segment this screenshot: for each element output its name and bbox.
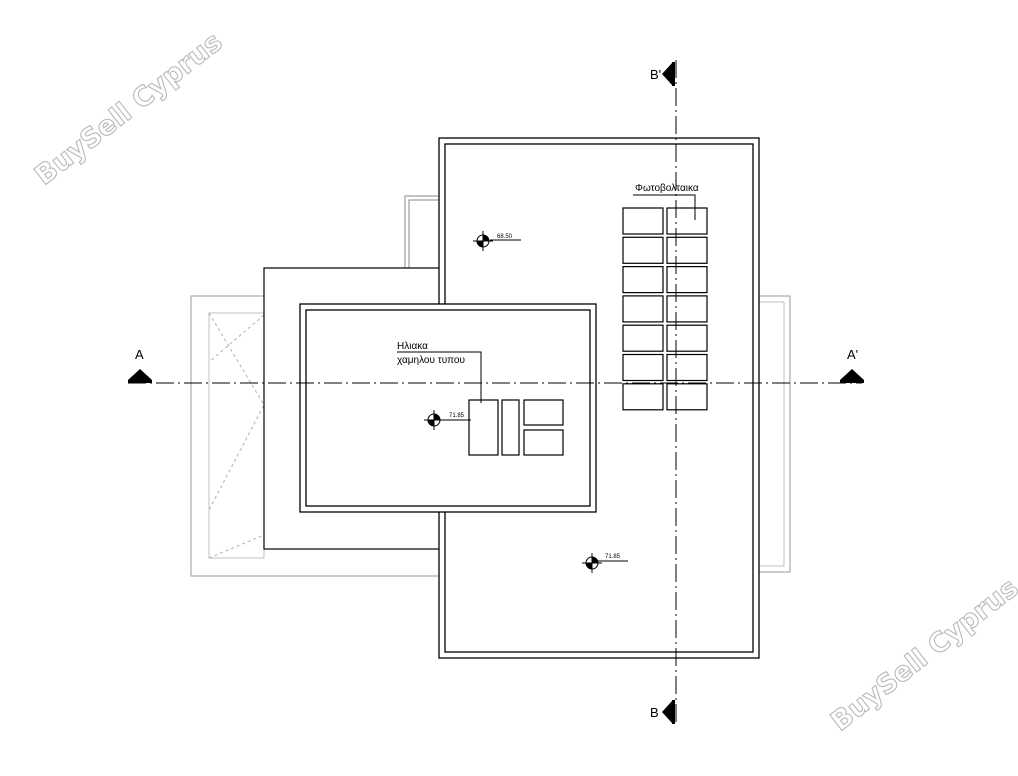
level-marker-icon — [582, 553, 602, 573]
level-label-upper: 68.50 — [497, 234, 513, 240]
pv-panel — [666, 266, 708, 294]
section-label-b-prime: B' — [650, 67, 661, 82]
pv-panel — [666, 295, 708, 323]
section-marker-b-icon — [662, 701, 672, 723]
pv-panel — [666, 383, 708, 411]
pv-panel — [622, 383, 664, 411]
solar-collector — [468, 399, 499, 456]
pv-panel — [622, 207, 664, 235]
level-markers — [424, 231, 602, 573]
section-label-a: A — [135, 347, 144, 362]
pv-panel — [622, 324, 664, 352]
section-label-a-prime: A' — [847, 347, 858, 362]
drawing-labels: A A' B' B Φωτοβολταικα Ηλιακα χαμηλου τυ… — [135, 67, 858, 720]
pv-panel — [666, 324, 708, 352]
watermark-bottom-right: BuySell Cyprus — [825, 572, 1018, 737]
level-marker-icon — [473, 231, 493, 251]
pv-panel — [666, 353, 708, 382]
pv-panel — [666, 236, 708, 264]
pv-panel — [622, 236, 664, 264]
section-marker-a-icon — [128, 369, 152, 380]
section-marker-b-prime-icon — [662, 63, 672, 85]
pv-panel — [666, 207, 708, 235]
solar-collector — [523, 429, 564, 456]
solar-collector — [523, 399, 564, 426]
level-label-roof: 71.85 — [449, 413, 465, 419]
label-leaders — [397, 194, 696, 562]
section-markers — [128, 62, 864, 724]
pv-panel — [622, 266, 664, 294]
section-marker-a-prime-icon — [840, 369, 864, 380]
section-lines — [128, 60, 862, 724]
pv-panel — [622, 353, 664, 382]
solar-collector — [501, 399, 520, 456]
pv-panel-grid — [622, 207, 708, 411]
pv-label: Φωτοβολταικα — [635, 183, 699, 194]
level-label-lower: 71.85 — [605, 554, 621, 560]
solar-label-line1: Ηλιακα — [397, 341, 428, 352]
pv-panel — [622, 295, 664, 323]
solar-label-line2: χαμηλου τυπου — [397, 355, 465, 366]
level-marker-icon — [424, 410, 444, 430]
section-label-b: B — [650, 705, 659, 720]
watermark-top-left: BuySell Cyprus — [29, 26, 228, 191]
solar-collectors — [468, 399, 564, 456]
